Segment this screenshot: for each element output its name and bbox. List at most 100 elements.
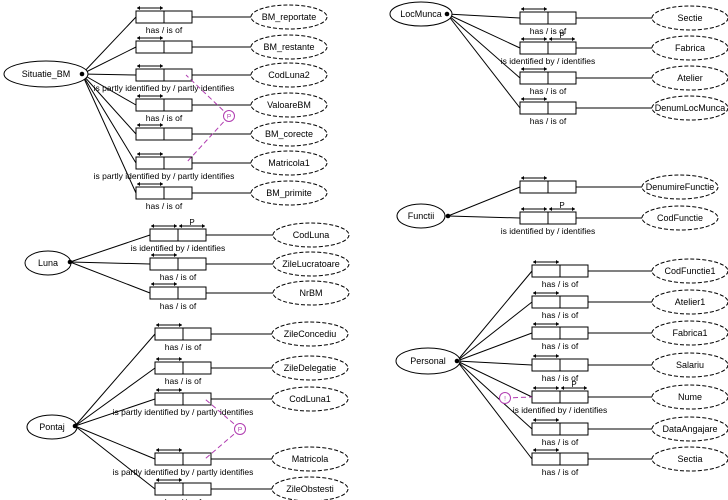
role-box-left[interactable] — [531, 390, 561, 404]
value-type-ziledelegatie[interactable] — [271, 355, 349, 381]
value-type-bm_corecte[interactable] — [250, 121, 328, 147]
mandatory-constraint[interactable]: ! — [499, 392, 533, 404]
role-box-left[interactable] — [149, 228, 179, 242]
constraint-circle[interactable] — [223, 110, 235, 122]
role-box-right[interactable] — [559, 390, 589, 404]
value-type-atelier[interactable] — [651, 65, 728, 91]
role-box-left[interactable] — [135, 127, 165, 141]
role-box-left[interactable] — [149, 257, 179, 271]
role-box-left[interactable] — [135, 40, 165, 54]
value-type-fabrica[interactable] — [651, 35, 728, 61]
value-type-fabrica1[interactable] — [651, 320, 728, 346]
role-box-right[interactable] — [163, 10, 193, 24]
role-box-left[interactable] — [154, 327, 184, 341]
role-box-right[interactable] — [547, 180, 577, 194]
role-box-right[interactable] — [559, 264, 589, 278]
role-box-left[interactable] — [531, 358, 561, 372]
role-box-right[interactable] — [182, 327, 212, 341]
primary-external-constraint[interactable]: P — [185, 74, 235, 164]
value-type-nume[interactable] — [651, 384, 728, 410]
role-box-left[interactable] — [135, 98, 165, 112]
primary-external-constraint[interactable]: P — [204, 398, 246, 460]
role-box-left[interactable] — [149, 286, 179, 300]
role-box-right[interactable] — [547, 71, 577, 85]
value-type-sectie[interactable] — [651, 5, 728, 31]
role-box-right[interactable] — [182, 482, 212, 496]
value-type-bm_primite[interactable] — [250, 180, 328, 206]
role-box-right[interactable] — [182, 392, 212, 406]
role-box-left[interactable] — [519, 101, 549, 115]
entity-personal[interactable] — [395, 347, 461, 375]
role-box-left[interactable] — [531, 295, 561, 309]
entity-locmunca[interactable] — [389, 1, 453, 27]
role-box-left[interactable] — [154, 361, 184, 375]
fact-type[interactable]: BM_restante — [81, 34, 328, 75]
value-type-salariu[interactable] — [651, 352, 728, 378]
value-type-codluna1[interactable] — [271, 386, 349, 412]
role-box-left[interactable] — [135, 186, 165, 200]
role-box-left[interactable] — [519, 71, 549, 85]
role-box-right[interactable] — [559, 452, 589, 466]
fact-type[interactable]: BM_corecte — [81, 73, 328, 147]
role-box-right[interactable] — [177, 286, 207, 300]
role-box-right[interactable] — [177, 257, 207, 271]
value-type-zileconcediu[interactable] — [271, 321, 349, 347]
value-type-sectia[interactable] — [651, 446, 728, 472]
role-box-left[interactable] — [531, 422, 561, 436]
role-box-right[interactable] — [163, 156, 193, 170]
role-box-right[interactable] — [163, 68, 193, 82]
value-type-dataangajare[interactable] — [651, 416, 728, 442]
value-type-codluna2[interactable] — [250, 62, 328, 88]
role-box-left[interactable] — [531, 452, 561, 466]
role-box-left[interactable] — [531, 264, 561, 278]
value-type-zileobstesti[interactable] — [271, 476, 349, 500]
role-box-left[interactable] — [154, 452, 184, 466]
role-box-right[interactable] — [177, 228, 207, 242]
role-box-left[interactable] — [154, 482, 184, 496]
role-box-left[interactable] — [531, 326, 561, 340]
value-type-valoarebm[interactable] — [250, 92, 328, 118]
value-type-denumirefunctie[interactable] — [641, 174, 719, 200]
role-box-left[interactable] — [519, 41, 549, 55]
role-box-right[interactable] — [547, 41, 577, 55]
value-type-nrbm[interactable] — [272, 280, 350, 306]
role-box-right[interactable] — [163, 186, 193, 200]
role-box-left[interactable] — [135, 10, 165, 24]
role-box-right[interactable] — [559, 295, 589, 309]
role-box-right[interactable] — [547, 211, 577, 225]
role-box-left[interactable] — [154, 392, 184, 406]
value-type-bm_restante[interactable] — [250, 34, 328, 60]
role-box-right[interactable] — [163, 127, 193, 141]
role-box-right[interactable] — [547, 101, 577, 115]
role-box-right[interactable] — [182, 452, 212, 466]
role-box-right[interactable] — [163, 40, 193, 54]
fact-type[interactable]: ZileObstestihas / is of — [74, 425, 349, 500]
role-box-right[interactable] — [163, 98, 193, 112]
entity-situatie_bm[interactable] — [3, 60, 89, 88]
role-box-right[interactable] — [547, 11, 577, 25]
value-type-matricola1[interactable] — [250, 150, 328, 176]
fact-type[interactable]: DenumireFunctie — [447, 174, 719, 217]
value-type-codluna[interactable] — [272, 222, 350, 248]
value-type-atelier1[interactable] — [651, 289, 728, 315]
value-type-matricola[interactable] — [271, 446, 349, 472]
role-box-right[interactable] — [559, 326, 589, 340]
